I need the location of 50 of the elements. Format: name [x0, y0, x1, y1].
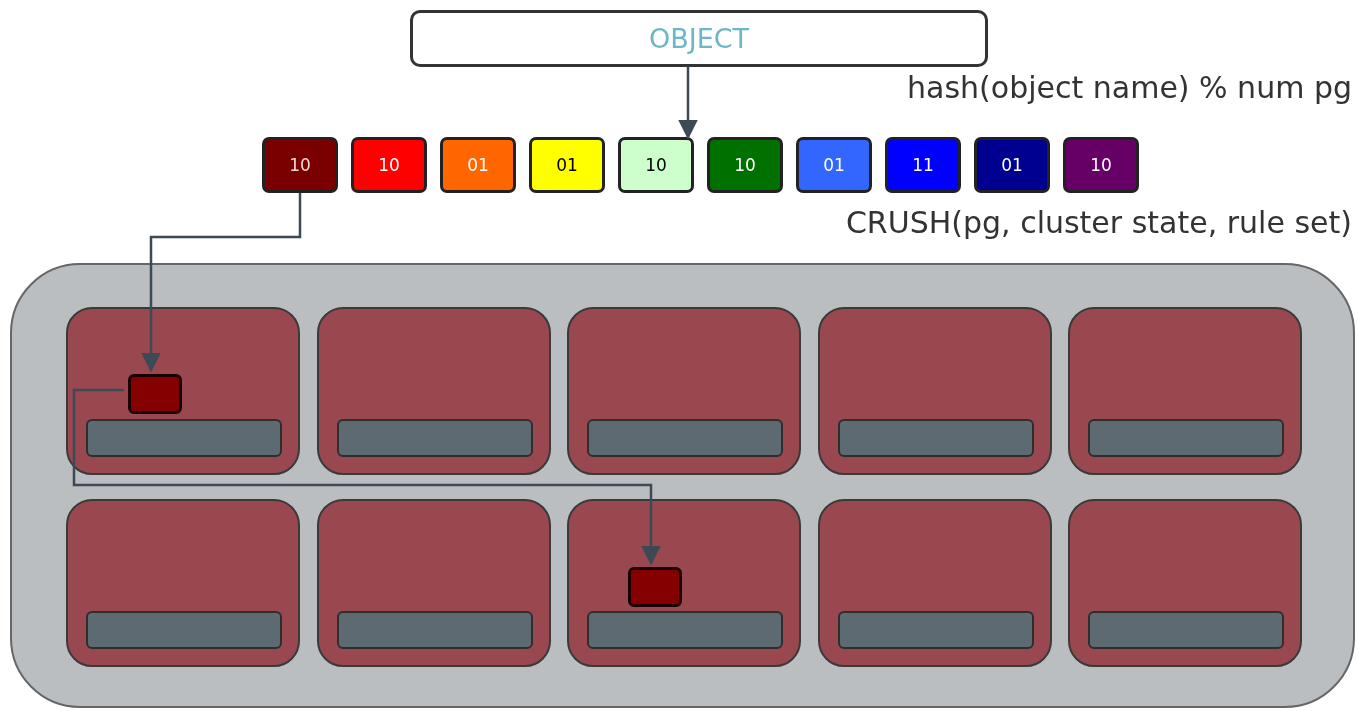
placement-group-id: 01 — [823, 155, 845, 175]
placement-group-box — [885, 137, 961, 193]
arrow — [141, 193, 302, 373]
disk-bar — [587, 419, 783, 457]
placement-group-box — [707, 137, 783, 193]
arrow — [72, 388, 661, 566]
arrow — [678, 67, 698, 140]
storage-node-box — [1068, 499, 1302, 667]
storage-node-box — [1068, 307, 1302, 475]
placement-group-square — [628, 567, 682, 607]
disk-bar — [337, 611, 533, 649]
disk-bar — [587, 611, 783, 649]
placement-group-id: 01 — [1001, 155, 1023, 175]
placement-group-id: 10 — [1090, 155, 1112, 175]
storage-node-box — [66, 307, 300, 475]
placement-group-box — [974, 137, 1050, 193]
disk-bar — [86, 419, 282, 457]
storage-node-box — [818, 499, 1052, 667]
placement-group-square — [128, 374, 182, 414]
placement-group-id: 01 — [556, 155, 578, 175]
object-box — [410, 10, 988, 67]
placement-group-id: 10 — [645, 155, 667, 175]
disk-bar — [86, 611, 282, 649]
placement-group-id: 10 — [289, 155, 311, 175]
storage-node-box — [66, 499, 300, 667]
storage-node-box — [567, 499, 801, 667]
disk-bar — [1088, 611, 1284, 649]
placement-group-id: 10 — [378, 155, 400, 175]
object-label: OBJECT — [648, 23, 750, 54]
disk-bar — [838, 611, 1034, 649]
placement-group-box — [796, 137, 872, 193]
placement-group-box — [440, 137, 516, 193]
storage-node-box — [317, 499, 551, 667]
placement-group-box — [351, 137, 427, 193]
storage-node-box — [818, 307, 1052, 475]
disk-bar — [838, 419, 1034, 457]
placement-group-box — [529, 137, 605, 193]
disk-bar — [337, 419, 533, 457]
placement-group-box — [1063, 137, 1139, 193]
formula-label: CRUSH(pg, cluster state, rule set) — [845, 205, 1352, 240]
formula-label: hash(object name) % num pg — [907, 70, 1352, 105]
placement-group-id: 11 — [912, 155, 934, 175]
storage-node-box — [317, 307, 551, 475]
cluster-panel — [10, 263, 1355, 708]
placement-group-id: 10 — [734, 155, 756, 175]
placement-group-id: 01 — [467, 155, 489, 175]
storage-node-box — [567, 307, 801, 475]
placement-group-box — [262, 137, 338, 193]
placement-group-box — [618, 137, 694, 193]
disk-bar — [1088, 419, 1284, 457]
